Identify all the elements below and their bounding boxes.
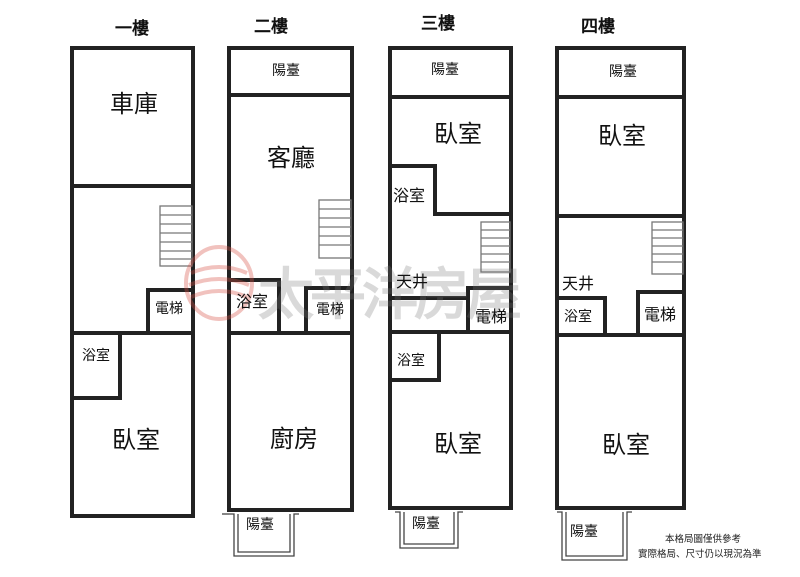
room-label: 浴室 (397, 353, 425, 369)
room-label: 陽臺 (431, 62, 459, 78)
room-label: 廚房 (270, 425, 318, 453)
room-label: 陽臺 (412, 516, 440, 532)
room-label: 臥室 (434, 120, 482, 148)
floor-4-walls (555, 46, 686, 510)
balcony-floor-2 (222, 513, 299, 557)
room-label: 客廳 (267, 144, 315, 172)
room-label: 電梯 (644, 305, 677, 324)
stairs-floor-2 (318, 199, 352, 259)
floor-1-walls (70, 46, 195, 518)
room-label: 浴室 (393, 186, 426, 205)
room-label: 臥室 (434, 430, 482, 458)
room-label: 電梯 (155, 301, 183, 317)
room-label: 臥室 (598, 122, 646, 150)
room-label: 臥室 (602, 431, 650, 459)
balcony-floor-4 (557, 511, 632, 561)
disclaimer-line: 實際格局、尺寸仍以現況為準 (638, 549, 762, 560)
room-label: 陽臺 (246, 517, 274, 533)
room-label: 陽臺 (272, 63, 300, 79)
room-label: 車庫 (110, 90, 158, 118)
floor-2-walls (227, 46, 354, 512)
disclaimer-line: 本格局圖僅供參考 (665, 534, 742, 545)
room-label: 陽臺 (609, 64, 637, 80)
floor-title: 四樓 (581, 17, 615, 37)
floor-3-walls (388, 46, 513, 510)
stairs (159, 199, 684, 275)
floor-title: 二樓 (254, 17, 288, 37)
room-label: 浴室 (82, 348, 110, 364)
room-label: 電梯 (475, 307, 508, 326)
watermark-text: 太平洋房屋 (258, 262, 522, 328)
room-label: 陽臺 (570, 524, 598, 540)
floor-title: 一樓 (115, 19, 149, 39)
room-label: 電梯 (316, 302, 344, 318)
rear-balconies (222, 511, 632, 561)
stairs-floor-1 (159, 205, 193, 267)
stairs-floor-3 (480, 221, 511, 273)
balcony-floor-3 (395, 511, 463, 549)
watermark-logo (184, 245, 254, 321)
room-label: 天井 (396, 272, 429, 291)
room-label: 浴室 (236, 292, 269, 311)
room-label: 天井 (562, 274, 595, 293)
room-label: 臥室 (112, 426, 160, 454)
room-label: 浴室 (564, 309, 592, 325)
floor-title: 三樓 (421, 14, 455, 34)
stairs-floor-4 (651, 221, 684, 275)
